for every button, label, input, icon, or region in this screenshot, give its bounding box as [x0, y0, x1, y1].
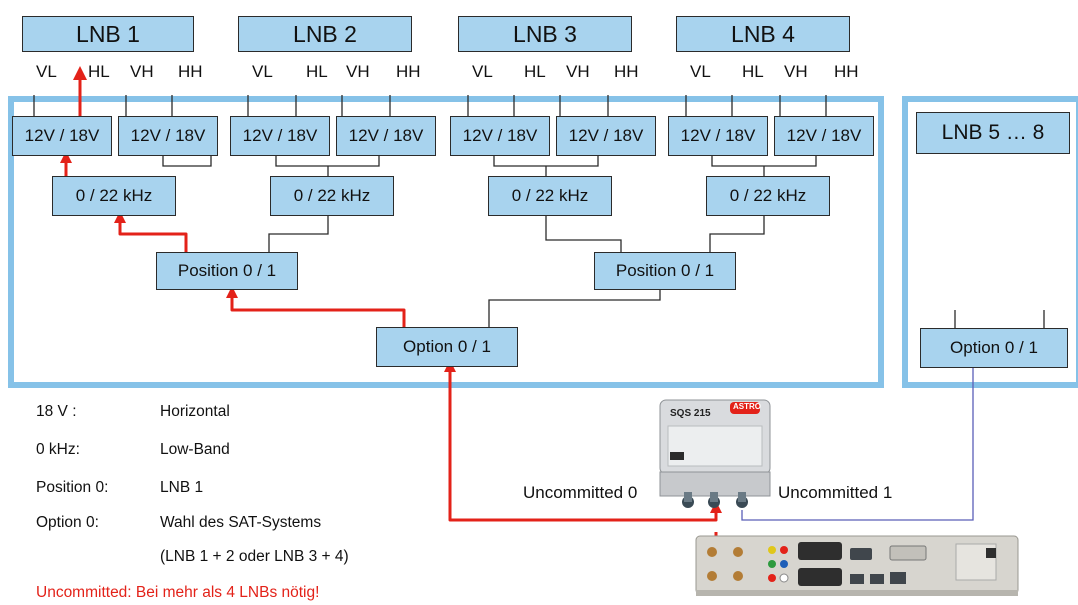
lnb-1-pol-hl: HL: [88, 62, 110, 81]
lnb-2-pol-hl: HL: [306, 62, 328, 81]
legend-note: Uncommitted: Bei mehr als 4 LNBs nötig!: [36, 584, 320, 601]
position-switch-label: Position 0 / 1: [177, 261, 277, 280]
voltage-switch-label: 12V / 18V: [348, 126, 424, 145]
lnb-1-title: LNB 1: [76, 20, 140, 47]
lnb-3-pol-hl: HL: [524, 62, 546, 81]
voltage-switch-6: 12V / 18V: [556, 116, 656, 156]
position-switch-1: Position 0 / 1: [156, 252, 298, 290]
voltage-switch-5: 12V / 18V: [450, 116, 550, 156]
legend-key-position: Position 0:: [36, 479, 109, 496]
voltage-switch-1: 12V / 18V: [12, 116, 112, 156]
lnb-5-8-box: LNB 5 … 8: [916, 112, 1070, 154]
satellite-receiver: [694, 534, 1022, 600]
tone-switch-3: 0 / 22 kHz: [488, 176, 612, 216]
position-switch-label: Position 0 / 1: [615, 261, 715, 280]
lnb-2-pol-vh: VH: [346, 62, 370, 81]
legend-key-option: Option 0:: [36, 514, 99, 531]
lnb-3-box: LNB 3: [458, 16, 632, 52]
lnb-4-pol-hl: HL: [742, 62, 764, 81]
lnb-2-pol-vl: VL: [252, 62, 273, 81]
switch-brand-label: ASTRO: [733, 402, 761, 411]
lnb-1-box: LNB 1: [22, 16, 194, 52]
lnb-3-pol-vh: VH: [566, 62, 590, 81]
legend-value-option: Wahl des SAT-Systems: [160, 514, 322, 531]
voltage-switch-8: 12V / 18V: [774, 116, 874, 156]
option-switch-main: Option 0 / 1: [376, 327, 518, 367]
tone-switch-label: 0 / 22 kHz: [511, 186, 589, 205]
lnb-5-8-title: LNB 5 … 8: [941, 121, 1045, 144]
lnb-3-pol-hh: HH: [614, 62, 639, 81]
voltage-switch-3: 12V / 18V: [230, 116, 330, 156]
voltage-switch-label: 12V / 18V: [786, 126, 862, 145]
lnb-2-box: LNB 2: [238, 16, 412, 52]
option-switch-secondary-label: Option 0 / 1: [950, 338, 1038, 357]
voltage-switch-label: 12V / 18V: [680, 126, 756, 145]
tone-switch-4: 0 / 22 kHz: [706, 176, 830, 216]
voltage-switch-label: 12V / 18V: [24, 126, 100, 145]
switch-device-graphic: [659, 399, 771, 508]
tone-switch-label: 0 / 22 kHz: [293, 186, 371, 205]
legend-value-option-detail: (LNB 1 + 2 oder LNB 3 + 4): [160, 548, 349, 565]
lnb-4-pol-hh: HH: [834, 62, 859, 81]
receiver-graphic: [695, 535, 1019, 596]
uncommitted-0-label: Uncommitted 0: [523, 483, 638, 502]
legend-key-tone: 0 kHz:: [36, 441, 80, 458]
voltage-switch-label: 12V / 18V: [462, 126, 538, 145]
option-switch-label: Option 0 / 1: [403, 337, 491, 356]
lnb-3-title: LNB 3: [513, 20, 577, 47]
legend-value-tone: Low-Band: [160, 441, 230, 458]
lnb-2-pol-hh: HH: [396, 62, 421, 81]
position-switch-2: Position 0 / 1: [594, 252, 736, 290]
lnb-4-pol-vh: VH: [784, 62, 808, 81]
tone-switch-2: 0 / 22 kHz: [270, 176, 394, 216]
uncommitted-1-label: Uncommitted 1: [778, 483, 893, 502]
voltage-switch-4: 12V / 18V: [336, 116, 436, 156]
lnb-4-title: LNB 4: [731, 20, 795, 47]
lnb-2-title: LNB 2: [293, 20, 357, 47]
tone-switch-label: 0 / 22 kHz: [729, 186, 807, 205]
lnb-4-box: LNB 4: [676, 16, 850, 52]
legend-key-voltage: 18 V :: [36, 403, 77, 420]
diseqc-switch-device: SQS 215 ASTRO: [652, 392, 776, 512]
tone-switch-1: 0 / 22 kHz: [52, 176, 176, 216]
option-switch-secondary: Option 0 / 1: [920, 328, 1068, 368]
lnb-1-pol-vh: VH: [130, 62, 154, 81]
lnb-3-pol-vl: VL: [472, 62, 493, 81]
voltage-switch-7: 12V / 18V: [668, 116, 768, 156]
legend-value-voltage: Horizontal: [160, 403, 230, 420]
switch-model-label: SQS 215: [670, 408, 711, 419]
voltage-switch-label: 12V / 18V: [568, 126, 644, 145]
lnb-1-pol-vl: VL: [36, 62, 57, 81]
voltage-switch-2: 12V / 18V: [118, 116, 218, 156]
lnb-1-pol-hh: HH: [178, 62, 203, 81]
voltage-switch-label: 12V / 18V: [130, 126, 206, 145]
voltage-switch-label: 12V / 18V: [242, 126, 318, 145]
tone-switch-label: 0 / 22 kHz: [75, 186, 153, 205]
legend-value-position: LNB 1: [160, 479, 204, 496]
lnb-4-pol-vl: VL: [690, 62, 711, 81]
